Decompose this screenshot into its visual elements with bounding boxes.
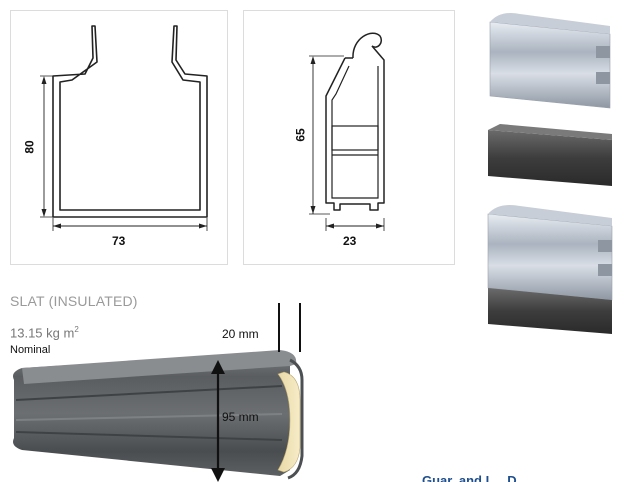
slat-weight-unit-sup: 2: [74, 325, 79, 334]
slat-nominal-label: Nominal: [10, 344, 51, 356]
slat-weight: 13.15 kg m2: [10, 325, 79, 340]
width-dimension-label: 73: [112, 234, 126, 248]
silver-profile-photo: [489, 13, 611, 109]
slat-heading: SLAT (INSULATED): [10, 293, 138, 309]
slat-height-label: 95 mm: [222, 410, 259, 424]
slat-profile-drawing-panel: [243, 10, 455, 265]
combined-profile-photo: [487, 205, 613, 334]
dark-profile-photo: [488, 124, 612, 186]
cropped-footer-text: Guar. and I. .. D. .. .: [422, 474, 539, 482]
u-profile-drawing-panel: [10, 10, 228, 265]
slat-thickness-label: 20 mm: [222, 327, 259, 341]
slat-weight-value: 13.15 kg m: [10, 325, 75, 341]
slat-width-dimension-label: 23: [343, 234, 357, 248]
